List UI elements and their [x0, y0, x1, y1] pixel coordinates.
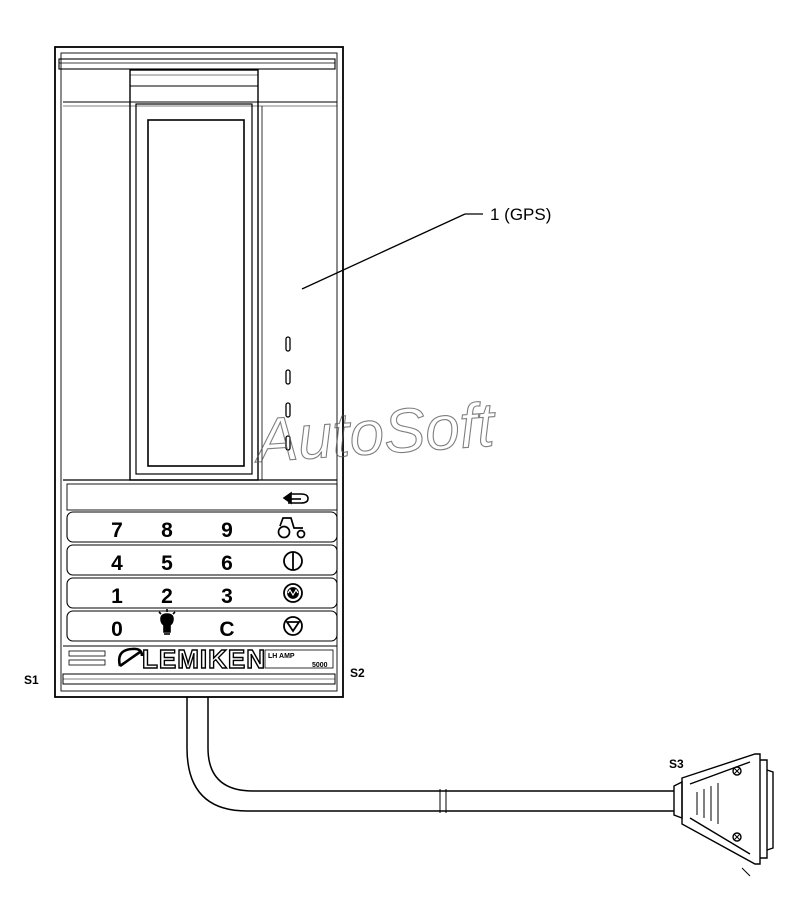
- connector-s3-plug: [673, 753, 774, 877]
- key-0[interactable]: 0: [111, 618, 123, 641]
- key-3[interactable]: 3: [221, 585, 233, 608]
- bulb-icon[interactable]: [158, 609, 176, 635]
- key-9[interactable]: 9: [221, 519, 233, 542]
- status-leds: [285, 336, 291, 451]
- key-6[interactable]: 6: [221, 552, 233, 575]
- screw-icon: [732, 766, 742, 776]
- half-circle-icon[interactable]: [283, 551, 303, 571]
- screw-icon: [732, 832, 742, 842]
- brand-name: LEMIKEN: [142, 644, 266, 674]
- wave-circle-icon[interactable]: [283, 583, 303, 603]
- connector-s1-label: S1: [24, 673, 39, 687]
- key-1[interactable]: 1: [111, 585, 123, 608]
- display-panel: [63, 69, 337, 481]
- key-2[interactable]: 2: [161, 585, 173, 608]
- terminal-housing: [54, 46, 344, 698]
- key-c[interactable]: C: [219, 618, 234, 641]
- return-row: [66, 483, 338, 511]
- keypad-digits: 7 8 9 4 5 6 1 2 3 0 C: [111, 519, 234, 641]
- key-5[interactable]: 5: [161, 552, 173, 575]
- stop-triangle-icon[interactable]: [283, 616, 303, 636]
- gps-callout-label: 1 (GPS): [490, 205, 551, 224]
- tractor-icon[interactable]: [277, 517, 306, 539]
- keypad: [66, 511, 338, 642]
- cable: [186, 697, 674, 813]
- brand-logo-icon: [117, 647, 144, 668]
- brand-strip: LEMIKEN LH AMP 5000: [62, 643, 337, 685]
- connector-s2-label: S2: [350, 666, 365, 680]
- connector-s3-label: S3: [669, 757, 684, 771]
- gps-callout: 1 (GPS): [301, 205, 551, 290]
- key-7[interactable]: 7: [111, 519, 123, 542]
- brand-model: LH AMP: [268, 653, 295, 660]
- brand-sub: 5000: [312, 662, 328, 669]
- key-4[interactable]: 4: [111, 552, 123, 575]
- key-8[interactable]: 8: [161, 519, 173, 542]
- return-arrow-icon[interactable]: [282, 491, 309, 505]
